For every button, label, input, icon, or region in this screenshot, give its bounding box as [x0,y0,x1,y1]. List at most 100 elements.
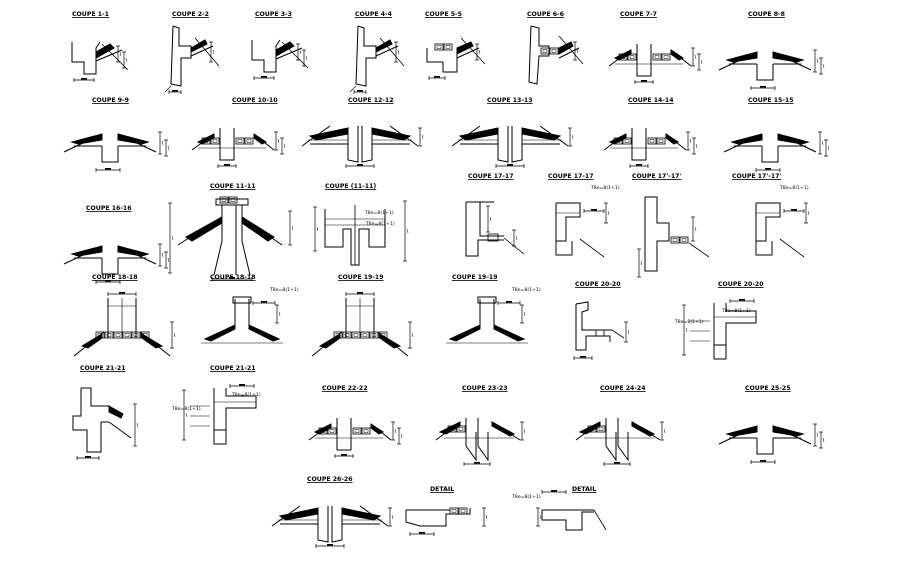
section-profile [63,131,170,172]
section-s2: COUPE 2-2 [164,11,220,94]
section-title: COUPE 24-24 [600,385,646,392]
section-s3: COUPE 3-3 [251,11,309,80]
rebar-note: T8e=8(1+1) [511,494,541,500]
section-title: COUPE 2-2 [172,11,209,18]
section-title: COUPE (11-11) [325,183,376,190]
section-s15: COUPE 15-15 [723,97,830,172]
section-profile [465,201,525,257]
section-profile [637,196,710,278]
section-s17b: COUPE 17-17 [548,173,610,258]
section-title: COUPE 5-5 [425,11,462,18]
section-s26: COUPE 26-26 [271,476,394,548]
section-profile [271,505,394,548]
section-title: COUPE 8-8 [748,11,785,18]
section-title: COUPE 17'-17' [632,173,681,180]
section-title: COUPE 12-12 [348,97,394,104]
rebar-note: T8e=8(1+1) [365,221,395,227]
section-title: COUPE 9-9 [92,97,129,104]
section-s9: COUPE 9-9 [63,97,170,172]
section-s16: COUPE 16-16 [63,205,170,284]
section-d1: DETAIL [405,486,488,536]
section-s18b: COUPE 18-18 [201,274,283,344]
section-title: COUPE 7-7 [620,11,657,18]
section-title: COUPE 17'-17' [732,173,781,180]
section-title: COUPE 4-4 [355,11,393,18]
section-profile [301,125,424,168]
section-profile [575,418,666,466]
section-profile [405,507,488,536]
rebar-note: T8e=8(1+1) [590,185,620,191]
section-profile [308,418,403,458]
section-s17c: COUPE 17'-17' [632,173,710,278]
section-title: COUPE 16-16 [86,205,132,212]
section-title: COUPE 13-13 [487,97,533,104]
section-title: COUPE 11-11 [210,183,256,190]
section-profile [723,131,830,172]
section-title: COUPE 18-18 [92,274,138,281]
section-title: COUPE 26-26 [307,476,353,483]
section-profile [528,25,584,85]
section-title: COUPE 21-21 [210,365,256,372]
reinforcement-notes: T8e=8(1+1) T8e=8(1+1) T8e=8(1+1) T8e=8(1+1)… [171,185,809,500]
section-s19b: COUPE 19-19 [446,274,528,344]
section-profile [718,423,825,464]
section-title: DETAIL [572,486,596,493]
section-title: COUPE 1-1 [72,11,109,18]
section-s22: COUPE 22-22 [308,385,403,458]
section-s6: COUPE 6-6 [527,11,584,85]
section-profile [603,128,698,168]
rebar-note: T8e=8(1+1) [269,287,299,293]
section-title: COUPE 20-20 [575,281,621,288]
section-s17: COUPE 17-17 [465,173,525,257]
section-profile [536,490,607,531]
section-s11b: COUPE (11-11) [313,183,409,266]
section-s1: COUPE 1-1 [71,11,129,82]
section-title: COUPE 14-14 [628,97,674,104]
section-s14: COUPE 14-14 [603,97,698,168]
section-title: COUPE 25-25 [745,385,791,392]
section-profile [608,44,703,84]
rebar-note: T8e=8(1+1) [364,210,394,216]
section-title: COUPE 3-3 [255,11,292,18]
section-s13: COUPE 13-13 [451,97,574,168]
section-profile [682,299,757,360]
section-profile [755,202,810,258]
rebar-note: T8e=8(1+1) [721,308,751,314]
section-profile [182,384,257,445]
section-s12: COUPE 12-12 [301,97,424,168]
section-s21b: COUPE 21-21 [182,365,257,445]
section-profile [573,301,630,360]
section-s25: COUPE 25-25 [718,385,825,464]
section-profile [451,125,574,168]
section-s17d: COUPE 17'-17' [732,173,810,258]
section-title: COUPE 19-19 [338,274,384,281]
section-profile [164,25,220,94]
section-title: COUPE 17-17 [548,173,594,180]
section-title: COUPE 15-15 [748,97,794,104]
section-profile [71,41,129,82]
section-profile [555,202,610,258]
section-title: COUPE 10-10 [232,97,278,104]
section-profile [349,25,405,94]
section-title: COUPE 23-23 [462,385,508,392]
section-s24: COUPE 24-24 [575,385,666,466]
rebar-note: T8e=8(1+1) [779,185,809,191]
section-s10: COUPE 10-10 [191,97,286,168]
section-profile [718,49,825,90]
section-title: COUPE 22-22 [322,385,368,392]
section-title: COUPE 6-6 [527,11,564,18]
section-s4: COUPE 4-4 [349,11,405,94]
rebar-note: T8e=8(1+1) [171,406,201,412]
section-s23: COUPE 23-23 [435,385,526,466]
section-s20b: COUPE 20-20 [682,281,764,360]
section-s20: COUPE 20-20 [573,281,630,360]
section-s8: COUPE 8-8 [718,11,825,90]
section-s18: COUPE 18-18 [73,274,176,357]
section-d2: DETAIL [536,486,607,531]
section-profile [251,39,309,80]
rebar-note: T8e=8(1+1) [511,287,541,293]
section-title: COUPE 19-19 [452,274,498,281]
section-profile [426,37,486,80]
